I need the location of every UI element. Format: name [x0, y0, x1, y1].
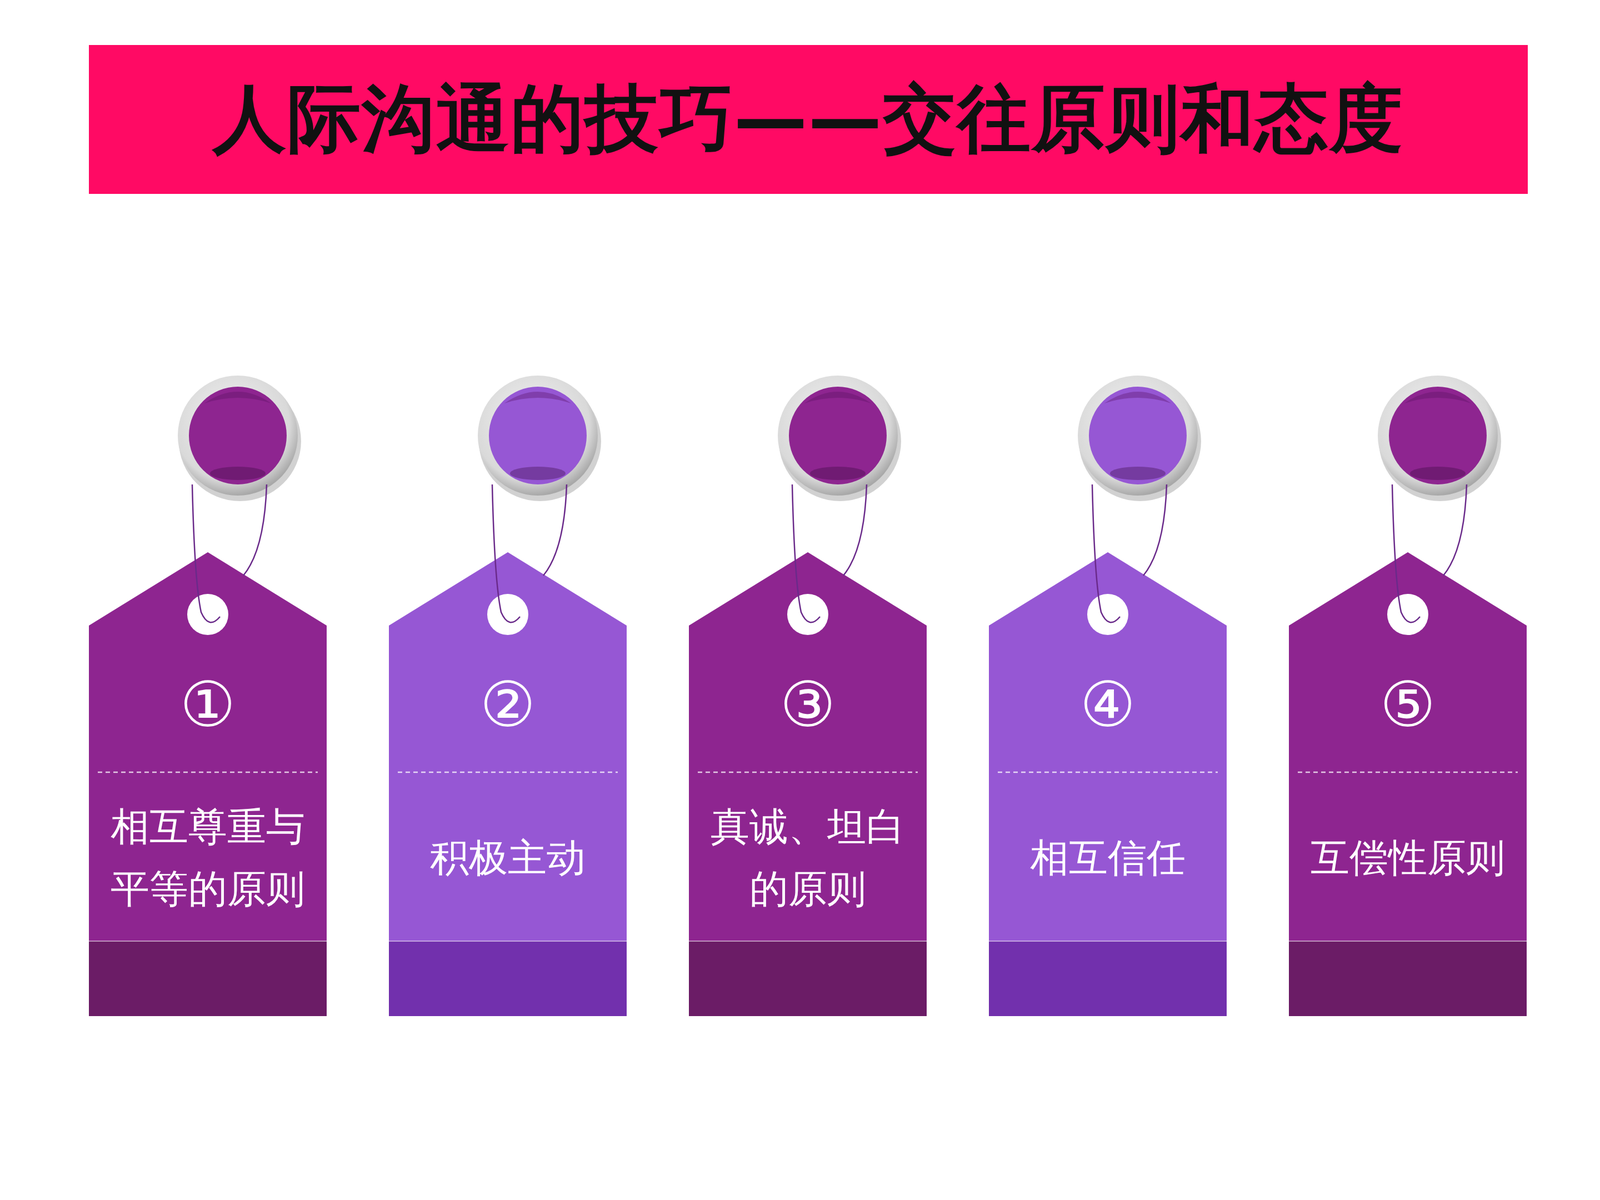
tag-string	[1392, 484, 1420, 623]
tag-string	[843, 484, 867, 576]
price-tag: ① 相互尊重与 平等的原则	[88, 552, 327, 1017]
tag-shape	[688, 552, 927, 1017]
callout-number: ③	[688, 673, 927, 736]
text-area: 相互信任	[1002, 780, 1214, 936]
price-tag: ⑤ 互偿性原则	[1288, 552, 1527, 1017]
tag-shape	[388, 552, 627, 1017]
hanging-ball	[1077, 375, 1202, 502]
tag-shape	[1288, 552, 1527, 1017]
principle-text: 相互尊重与 平等的原则	[102, 795, 314, 920]
hanging-ball	[177, 375, 302, 502]
tag-shape	[88, 552, 327, 1017]
price-tag: ④ 相互信任	[988, 552, 1227, 1017]
tag-string	[792, 484, 820, 623]
callout-number: ④	[988, 673, 1227, 736]
text-area: 互偿性原则	[1302, 780, 1514, 936]
text-area: 真诚、坦白 的原则	[702, 780, 914, 936]
text-area: 相互尊重与 平等的原则	[102, 780, 314, 936]
hanging-ball	[477, 375, 602, 502]
tag-string	[1092, 484, 1120, 623]
tag-string	[492, 484, 520, 623]
principle-text: 相互信任	[1030, 826, 1186, 889]
price-tag: ③ 真诚、坦白 的原则	[688, 552, 927, 1017]
principle-text: 真诚、坦白 的原则	[702, 795, 914, 920]
principle-text: 互偿性原则	[1310, 826, 1505, 889]
principle-text: 积极主动	[430, 826, 586, 889]
callout-number: ①	[88, 673, 327, 736]
title-bar	[88, 45, 1528, 194]
tag-string	[1443, 484, 1467, 576]
tag-string	[1143, 484, 1167, 576]
title-text: 人际沟通的技巧——交往原则和态度	[88, 45, 1528, 194]
callout-number: ⑤	[1288, 673, 1527, 736]
tag-string	[543, 484, 567, 576]
tag-shape	[988, 552, 1227, 1017]
hanging-ball	[1377, 375, 1502, 502]
price-tag: ② 积极主动	[388, 552, 627, 1017]
callout-number: ②	[388, 673, 627, 736]
tag-string	[192, 484, 220, 623]
hanging-ball	[777, 375, 902, 502]
tag-string	[243, 484, 267, 576]
text-area: 积极主动	[402, 780, 614, 936]
